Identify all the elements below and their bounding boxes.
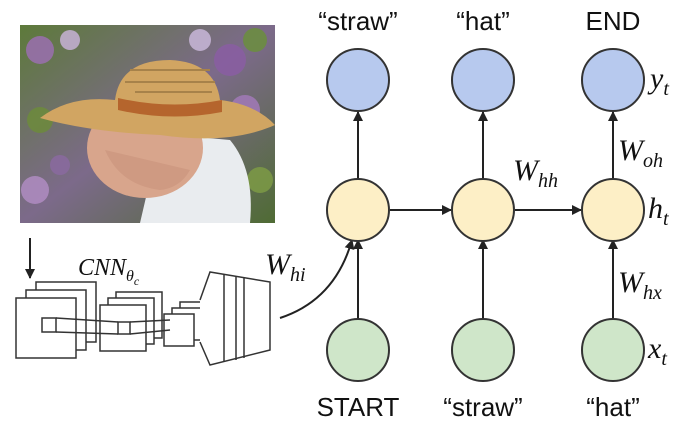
w-hi-label: Whi [265, 248, 306, 286]
cnn-connection-1 [55, 317, 119, 335]
hidden-node-3 [581, 178, 645, 242]
cnn-to-hidden-arrow [279, 239, 355, 319]
input-word-1: START [317, 392, 400, 422]
input-word-3: “hat” [586, 392, 639, 422]
hidden-node-2 [451, 178, 515, 242]
input-word-2: “straw” [443, 392, 522, 422]
h-t-label: ht [648, 192, 669, 230]
output-node-3 [581, 48, 645, 112]
output-word-3: END [586, 6, 641, 36]
input-nodes [326, 318, 645, 382]
output-nodes [326, 48, 645, 112]
output-node-1 [326, 48, 390, 112]
output-word-1: “straw” [318, 6, 397, 36]
cnn-layer-2 [99, 291, 163, 352]
input-node-2 [451, 318, 515, 382]
output-node-2 [451, 48, 515, 112]
cnn-connection-2 [129, 319, 171, 335]
input-node-1 [326, 318, 390, 382]
cnn-fc-layer [199, 271, 271, 366]
output-word-2: “hat” [456, 6, 509, 36]
x-t-label: xt [647, 332, 667, 370]
w-hx-label: Whx [618, 266, 662, 304]
hidden-node-1 [326, 178, 390, 242]
cnn-layer-1 [15, 281, 97, 359]
w-hh-label: Whh [513, 154, 558, 192]
hidden-nodes [326, 178, 645, 242]
y-t-label: yt [647, 62, 669, 100]
photo-person [40, 60, 275, 223]
input-photo [20, 25, 275, 223]
w-oh-label: Woh [618, 134, 663, 172]
input-node-3 [581, 318, 645, 382]
cnn-block: CNNθc [15, 255, 271, 366]
cnn-label: CNNθc [78, 255, 140, 288]
